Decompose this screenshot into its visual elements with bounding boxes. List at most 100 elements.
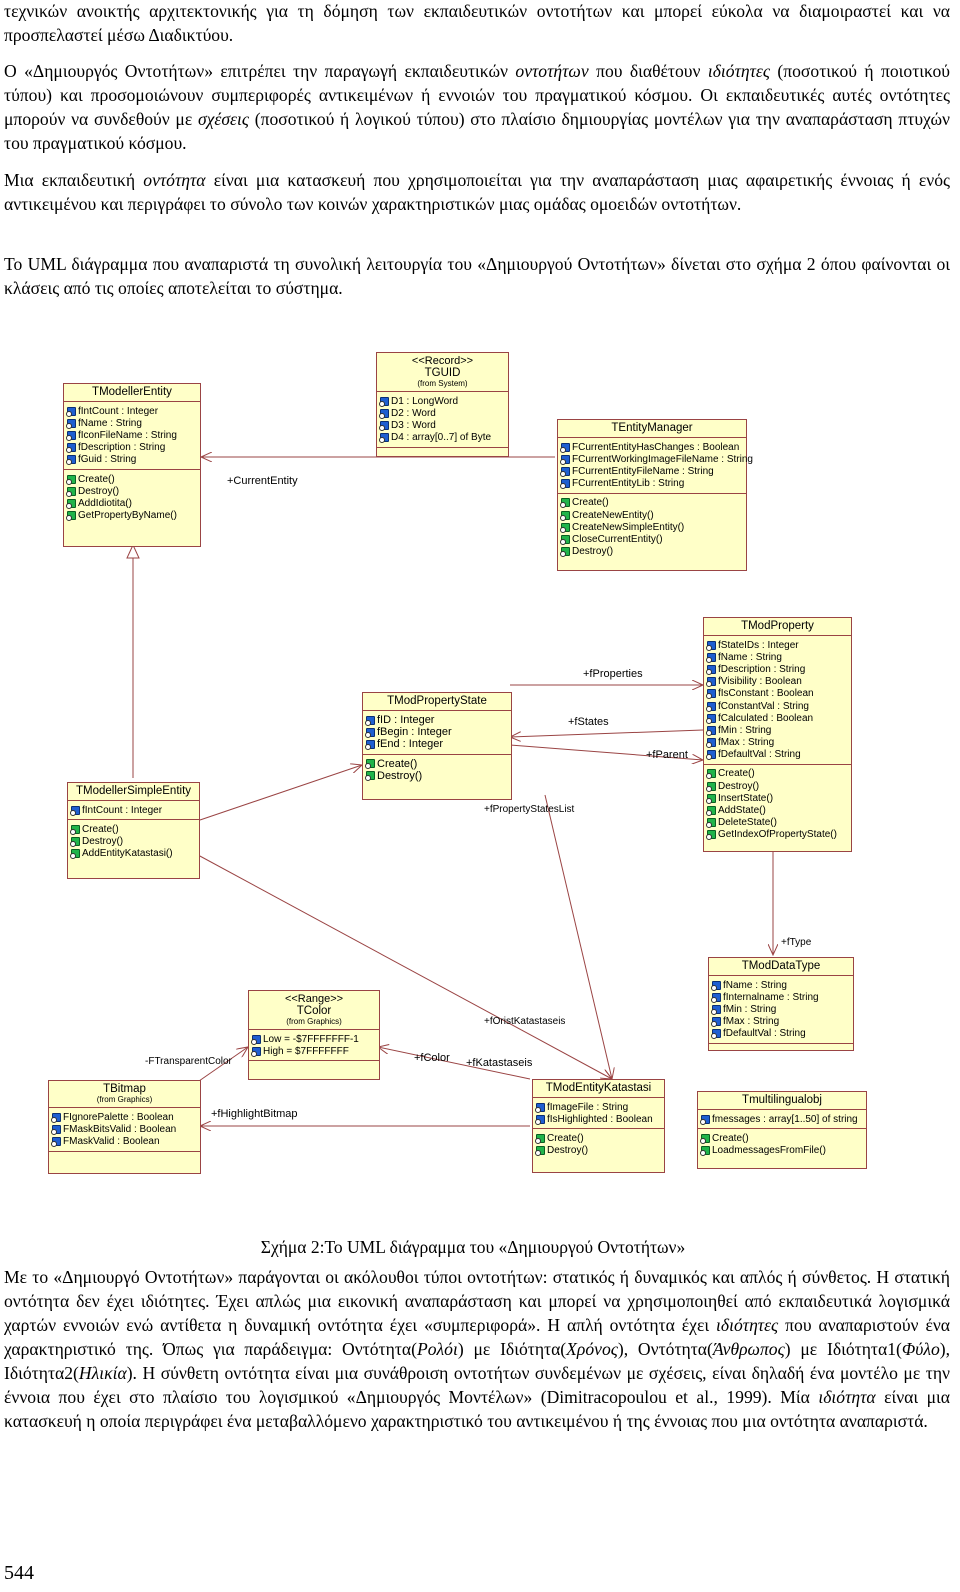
- operation-text: DeleteState(): [718, 817, 777, 829]
- p2-italic-1: οντοτήτων: [515, 61, 589, 81]
- attribute-text: fInternalname : String: [723, 991, 819, 1003]
- class-attribute: FCurrentEntityLib : String: [560, 478, 744, 490]
- operation-icon: [706, 781, 716, 792]
- class-name: TModDataType: [741, 960, 821, 972]
- class-name: TColor: [296, 1005, 332, 1017]
- p5-italic-4: Άνθρωπος: [712, 1339, 785, 1359]
- class-attribute: FIgnorePalette : Boolean: [51, 1111, 198, 1123]
- class-attribute: fName : String: [706, 651, 849, 663]
- attribute-text: D3 : Word: [391, 419, 436, 431]
- operation-text: Destroy(): [82, 835, 124, 847]
- class-operation: AddEntityKatastasi(): [70, 848, 197, 860]
- class-attribute: fName : String: [66, 417, 198, 429]
- class-attribute: fConstantVal : String: [706, 700, 849, 712]
- class-operation: AddIdiotita(): [66, 497, 198, 509]
- attribute-text: fDescription : String: [78, 442, 166, 454]
- class-attribute: fDefaultVal : String: [706, 749, 849, 761]
- operation-text: CreateNewSimpleEntity(): [572, 521, 685, 533]
- attribute-icon: [379, 408, 389, 419]
- generalization-triangle: [126, 543, 140, 559]
- attribute-icon: [66, 430, 76, 441]
- class-attribute: fmessages : array[1..50] of string: [700, 1113, 864, 1125]
- paragraph-3: Μια εκπαιδευτική οντότητα είναι μια κατα…: [4, 168, 950, 216]
- assoc-ftransparent-color: [198, 1047, 248, 1082]
- attribute-icon: [66, 443, 76, 454]
- attribute-text: D1 : LongWord: [391, 395, 459, 407]
- operations: Create()CreateNewEntity()CreateNewSimple…: [558, 494, 746, 561]
- paragraph-4-text: Το UML διάγραμμα που αναπαριστά τη συνολ…: [4, 254, 950, 298]
- attribute-text: FMaskValid : Boolean: [63, 1135, 160, 1147]
- operation-text: Create(): [78, 473, 115, 485]
- operation-icon: [535, 1133, 545, 1144]
- label-forist-katastaseis: +fOristKatastaseis: [484, 1016, 566, 1027]
- class-operation: InsertState(): [706, 792, 849, 804]
- attribute-text: fName : String: [723, 979, 787, 991]
- class-header: TModellerSimpleEntity: [68, 783, 199, 801]
- label-current-entity: +CurrentEntity: [227, 475, 298, 487]
- operation-text: AddEntityKatastasi(): [82, 848, 173, 860]
- class-header: <<Record>> TGUID (from System): [377, 353, 508, 392]
- class-tbitmap: TBitmap (from Graphics) FIgnorePalette :…: [48, 1080, 201, 1174]
- operation-text: Destroy(): [718, 780, 760, 792]
- attribute-icon: [535, 1114, 545, 1125]
- class-tmultilingualobj: Tmultilingualobj fmessages : array[1..50…: [697, 1091, 867, 1169]
- p2-text-d: (ποσοτικού ή λογικού τύπου) στο πλαίσιο …: [4, 109, 950, 153]
- class-operation: Destroy(): [365, 769, 509, 782]
- attribute-icon: [706, 750, 716, 761]
- class-header: TModDataType: [709, 958, 853, 976]
- attribute-text: fDefaultVal : String: [718, 749, 801, 761]
- operations: Create()Destroy()AddIdiotita()GetPropert…: [64, 470, 200, 525]
- attribute-icon: [706, 689, 716, 700]
- attribute-text: fMin : String: [723, 1003, 777, 1015]
- class-header: TBitmap (from Graphics): [49, 1081, 200, 1108]
- class-header: <<Range>> TColor (from Graphics): [249, 991, 379, 1030]
- attribute-icon: [700, 1114, 710, 1125]
- operation-text: Create(): [547, 1132, 584, 1144]
- operation-text: AddState(): [718, 805, 766, 817]
- class-attribute: fIntCount : Integer: [66, 405, 198, 417]
- p5-text-h: είναι μια κατασκευή η οποία περιγράφει έ…: [4, 1387, 950, 1431]
- attribute-text: fGuid : String: [78, 454, 137, 466]
- class-tguid: <<Record>> TGUID (from System) D1 : Long…: [376, 352, 509, 457]
- attribute-icon: [379, 420, 389, 431]
- class-attribute: fMin : String: [706, 724, 849, 736]
- attribute-icon: [706, 640, 716, 651]
- class-tentity-manager: TEntityManager FCurrentEntityHasChanges …: [557, 419, 753, 571]
- operation-text: GetPropertyByName(): [78, 510, 177, 522]
- attribute-icon: [711, 1004, 721, 1015]
- operations: [709, 1044, 853, 1056]
- class-attribute: D3 : Word: [379, 419, 506, 431]
- attributes: fmessages : array[1..50] of string: [698, 1110, 866, 1130]
- operation-text: Destroy(): [377, 769, 423, 782]
- operations: [249, 1061, 379, 1073]
- class-operation: DeleteState(): [706, 817, 849, 829]
- class-name: TModEntityKatastasi: [545, 1082, 652, 1094]
- operation-text: Destroy(): [547, 1145, 589, 1157]
- operation-icon: [700, 1145, 710, 1156]
- operation-icon: [66, 498, 76, 509]
- p3-text-a: Μια εκπαιδευτική: [4, 170, 144, 190]
- operation-icon: [706, 830, 716, 841]
- operation-icon: [560, 522, 570, 533]
- class-from: (from Graphics): [96, 1095, 153, 1104]
- attribute-text: FCurrentEntityLib : String: [572, 478, 685, 490]
- p5-italic-2: Ρολόι: [416, 1339, 458, 1359]
- attribute-icon: [51, 1112, 61, 1123]
- attribute-text: fIntCount : Integer: [82, 804, 163, 816]
- class-attribute: fMax : String: [706, 737, 849, 749]
- class-attribute: FCurrentWorkingImageFileName : String: [560, 453, 753, 465]
- class-tcolor: <<Range>> TColor (from Graphics) Low = -…: [248, 990, 380, 1080]
- attribute-icon: [706, 725, 716, 736]
- attribute-icon: [51, 1136, 61, 1147]
- operation-text: CloseCurrentEntity(): [572, 533, 663, 545]
- attribute-text: FMaskBitsValid : Boolean: [63, 1123, 177, 1135]
- attribute-text: fIconFileName : String: [78, 429, 177, 441]
- class-operation: Create(): [706, 768, 849, 780]
- class-attribute: D1 : LongWord: [379, 395, 506, 407]
- attribute-icon: [560, 479, 570, 490]
- attribute-icon: [706, 701, 716, 712]
- operations: Create()LoadmessagesFromFile(): [698, 1129, 866, 1159]
